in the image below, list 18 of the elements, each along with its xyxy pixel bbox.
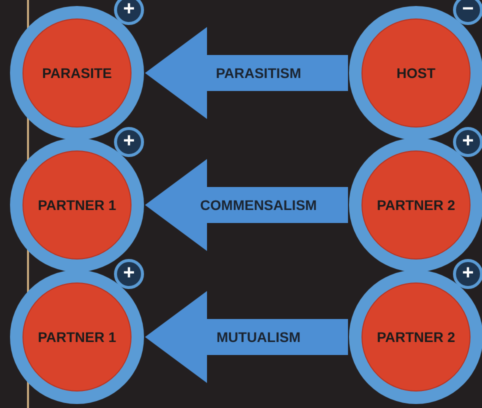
organism-label: PARTNER 2: [376, 329, 456, 345]
organism-label: PARTNER 1: [38, 329, 116, 345]
block-arrow: [145, 159, 348, 251]
sign-badge: −: [453, 0, 482, 25]
organism-label: HOST: [396, 65, 436, 81]
edge-label: PARASITISM: [216, 65, 302, 81]
organism-label: PARASITE: [42, 65, 112, 81]
edge-label: COMMENSALISM: [200, 197, 317, 213]
organism-label: PARTNER 1: [38, 197, 116, 213]
sign-badge: +: [453, 259, 482, 289]
sign-badge: +: [114, 0, 144, 25]
edge-label: MUTUALISM: [216, 329, 300, 345]
organism-label: PARTNER 2: [376, 197, 456, 213]
sign-badge: +: [114, 259, 144, 289]
sign-badge: +: [114, 127, 144, 157]
block-arrow: [145, 27, 348, 119]
sign-badge: +: [453, 127, 482, 157]
block-arrow: [145, 291, 348, 383]
